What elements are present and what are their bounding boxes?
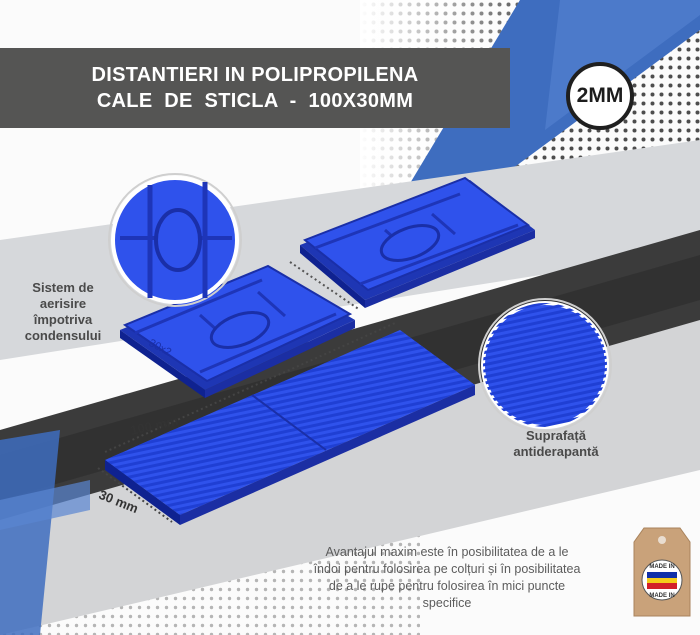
spacer-top-right [300,176,535,308]
tag-top-text: MADE IN [649,564,674,570]
anti-slip-label: Suprafață antiderapantă [513,428,599,459]
dimension-line-width [97,467,173,523]
title-banner: DISTANTIERI IN POLIPROPILENA CALE DE STI… [0,48,510,128]
spacer-ribbed-bottom [105,330,475,525]
zoom-circle-anti-slip [478,298,612,432]
title-line-1: DISTANTIERI IN POLIPROPILENA [91,64,419,86]
spacer-middle-left: 30x2 [120,264,355,398]
zoom-circle-ventilation [108,173,242,307]
thickness-badge: 2MM [566,62,634,130]
romania-flag-icon [647,572,677,589]
tag-bottom-text: MADE IN [649,593,674,599]
ventilation-label: Sistem de aerisire împotriva condensului [24,280,102,343]
title-line-2: CALE DE STICLA - 100X30MM [96,90,414,112]
made-in-romania-tag: MADE IN MADE IN [633,527,691,617]
advantage-description: Avantajul maxim este în posibilitatea de… [313,545,581,610]
blue-band-bottom [0,430,60,635]
